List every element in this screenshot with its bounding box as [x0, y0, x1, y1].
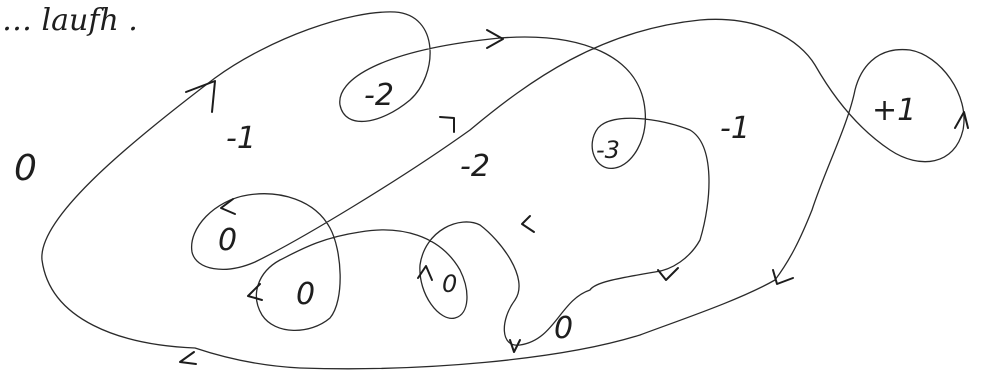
region-zero-bottom-right-label: 0 [554, 311, 573, 346]
region-minus-one-right-label: -1 [720, 111, 750, 146]
arrow-upper-middle [521, 215, 535, 233]
arrow-right-descending [657, 267, 679, 281]
region-zero-middle-label: 0 [442, 270, 457, 298]
arrow-left-loop [220, 198, 236, 215]
outside-value-label: 0 [14, 148, 37, 189]
arrow-middle [439, 116, 455, 133]
closed-curve [41, 11, 965, 370]
arrow-top-center [486, 29, 504, 49]
region-minus-three-label: -3 [596, 136, 620, 164]
region-minus-one-left-label: -1 [226, 121, 256, 156]
arrow-far-right-descending [772, 269, 794, 285]
region-zero-bottom-left-label: 0 [296, 277, 315, 312]
region-plus-one-label: +1 [872, 93, 916, 128]
arrow-bottom-left-loop [247, 283, 263, 301]
arrow-middle-loop [417, 265, 433, 281]
arrow-bottom [179, 351, 197, 365]
region-minus-two-top-label: -2 [364, 78, 394, 113]
arrow-right-loop [954, 111, 969, 129]
arrow-top-left [185, 80, 216, 113]
arrow-bottom-right-loop [509, 339, 521, 353]
region-minus-two-middle-label: -2 [460, 149, 490, 184]
header-text: … laufh . [2, 3, 138, 38]
region-zero-left-label: 0 [218, 223, 237, 258]
